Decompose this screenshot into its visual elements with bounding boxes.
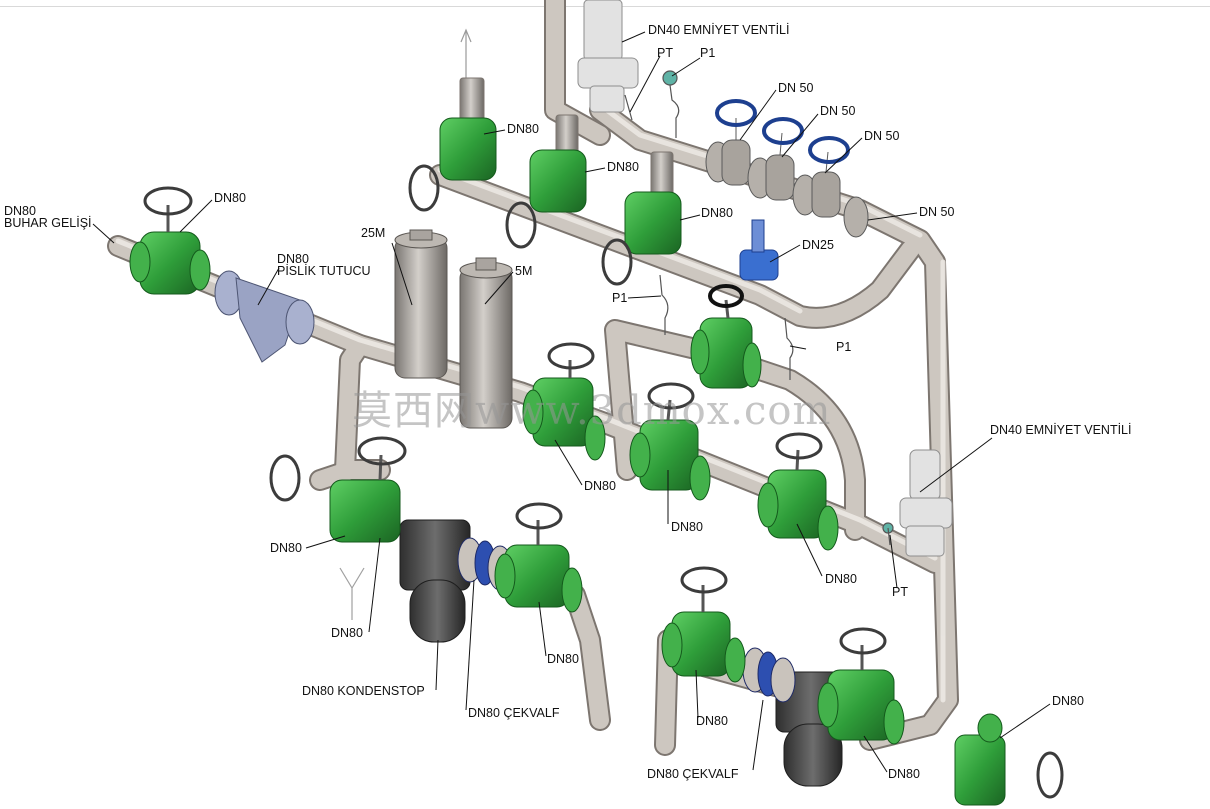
- watermark: 莫西网www.3dmox.com: [352, 388, 832, 434]
- label-dn80-mid1: DN80: [584, 479, 616, 493]
- safety-valve-top: [577, 0, 639, 113]
- drain-symbol: [339, 567, 365, 620]
- label-check-valve-left: DN80 ÇEKVALF: [468, 706, 560, 720]
- safety-valve-right: [899, 449, 953, 557]
- label-tank-5m: 5M: [515, 264, 533, 278]
- tank-25m: [394, 229, 448, 379]
- valve-stems: [166, 205, 864, 670]
- label-dn80-bottom1: DN80: [696, 714, 728, 728]
- label-dn80-inlet-valve: DN80: [214, 191, 246, 205]
- label-dn50-b: DN 50: [820, 104, 856, 118]
- label-dn80-top2: DN80: [607, 160, 639, 174]
- label-dn80-bottom2: DN80: [888, 767, 920, 781]
- dn25-valve: [739, 219, 779, 281]
- dark-handwheels: [143, 164, 1064, 799]
- label-p1-mid-left: P1: [612, 291, 628, 305]
- label-dn80-mid3: DN80: [825, 572, 857, 586]
- label-dn50-c: DN 50: [864, 129, 900, 143]
- label-tank-25m: 25M: [361, 226, 386, 240]
- label-p1-top: P1: [700, 46, 716, 60]
- instrument-taps: [624, 70, 894, 546]
- blue-handwheels: [715, 99, 850, 164]
- label-dn80-mid2: DN80: [671, 520, 703, 534]
- label-dn50-a: DN 50: [778, 81, 814, 95]
- check-valve-bottom: [742, 647, 796, 703]
- steam-trap-left: [399, 519, 471, 643]
- label-steam-inlet: DN80 BUHAR GELİŞİ: [4, 204, 92, 230]
- label-check-valve-bottom: DN80 ÇEKVALF: [647, 767, 739, 781]
- label-dn80-left: DN80: [270, 541, 302, 555]
- dn50-valve-row: [705, 118, 869, 238]
- label-dn50-d: DN 50: [919, 205, 955, 219]
- label-dn80-left-out: DN80: [547, 652, 579, 666]
- label-dn80-top1: DN80: [507, 122, 539, 136]
- label-dn40-safety-valve-top: DN40 EMNİYET VENTİLİ: [648, 23, 790, 37]
- label-dn25: DN25: [802, 238, 834, 252]
- strainer-body: [214, 270, 315, 363]
- flow-up-arrow: [460, 28, 472, 80]
- tank-5m: [459, 257, 513, 429]
- valve-flanges: [129, 241, 1003, 745]
- label-dn80-top3: DN80: [701, 206, 733, 220]
- label-dn80-bottom-right: DN80: [1052, 694, 1084, 708]
- label-dn40-safety-valve-right: DN40 EMNİYET VENTİLİ: [990, 423, 1132, 437]
- label-p1-mid-right: P1: [836, 340, 852, 354]
- leader-lines: [92, 31, 1051, 773]
- label-dn80-left-low: DN80: [331, 626, 363, 640]
- label-pt-top: PT: [657, 46, 673, 60]
- label-strainer: DN80 PİSLİK TUTUCU: [277, 252, 371, 278]
- label-steam-trap-left: DN80 KONDENSTOP: [302, 684, 425, 698]
- riser-stubs: [459, 77, 674, 198]
- label-pt-right: PT: [892, 585, 908, 599]
